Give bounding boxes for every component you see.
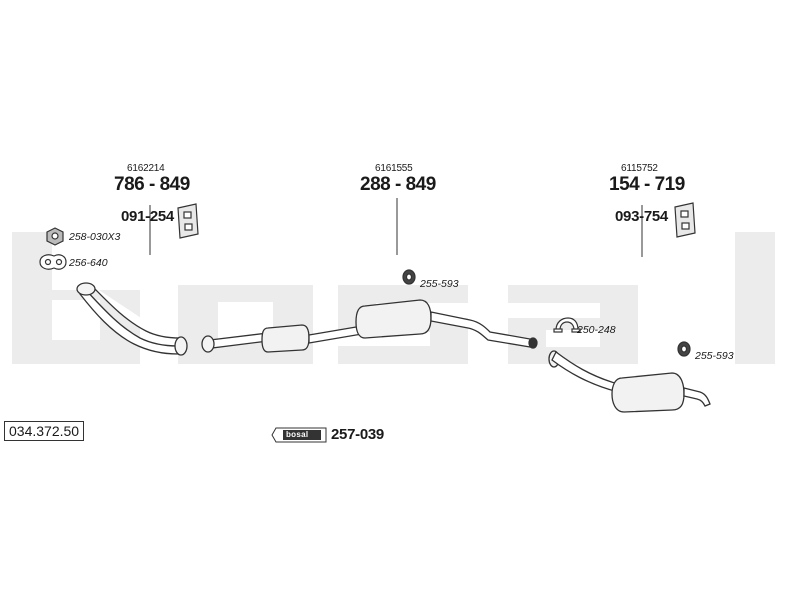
mount-number-3[interactable]: 093-754 bbox=[615, 208, 668, 225]
watermark-logo bbox=[12, 232, 775, 364]
mount-icon-2 bbox=[674, 202, 696, 238]
clamp-icon bbox=[553, 317, 581, 333]
brand-logo: bosal bbox=[286, 430, 309, 439]
front-pipe[interactable] bbox=[76, 282, 188, 356]
mount-icon-1 bbox=[177, 203, 199, 239]
nut-icon bbox=[46, 227, 64, 246]
kit-badge bbox=[271, 427, 327, 443]
catalog-number: 034.372.50 bbox=[4, 421, 85, 441]
accessory-code-ring-1[interactable]: 255-593 bbox=[420, 278, 459, 290]
oem-number-2: 6161555 bbox=[375, 163, 413, 174]
accessory-code-ring-2[interactable]: 255-593 bbox=[695, 350, 734, 362]
part-number-3[interactable]: 154 - 719 bbox=[609, 174, 685, 195]
gasket-icon bbox=[39, 254, 67, 270]
rubber-ring-icon-1 bbox=[402, 269, 416, 285]
kit-number[interactable]: 257-039 bbox=[331, 426, 384, 443]
oem-number-3: 6115752 bbox=[621, 163, 658, 174]
leader-lines bbox=[149, 198, 643, 257]
rubber-ring-icon-2 bbox=[677, 341, 691, 357]
oem-number-1: 6162214 bbox=[127, 163, 165, 174]
part-number-2[interactable]: 288 - 849 bbox=[360, 174, 436, 195]
accessory-code-gasket[interactable]: 256-640 bbox=[69, 257, 108, 269]
middle-pipe[interactable] bbox=[201, 299, 538, 353]
part-number-1[interactable]: 786 - 849 bbox=[114, 174, 190, 195]
accessory-code-clamp[interactable]: 250-248 bbox=[577, 324, 616, 336]
accessory-code-nut[interactable]: 258-030X3 bbox=[69, 231, 121, 243]
rear-silencer[interactable] bbox=[548, 350, 711, 413]
mount-number-1[interactable]: 091-254 bbox=[121, 208, 174, 225]
